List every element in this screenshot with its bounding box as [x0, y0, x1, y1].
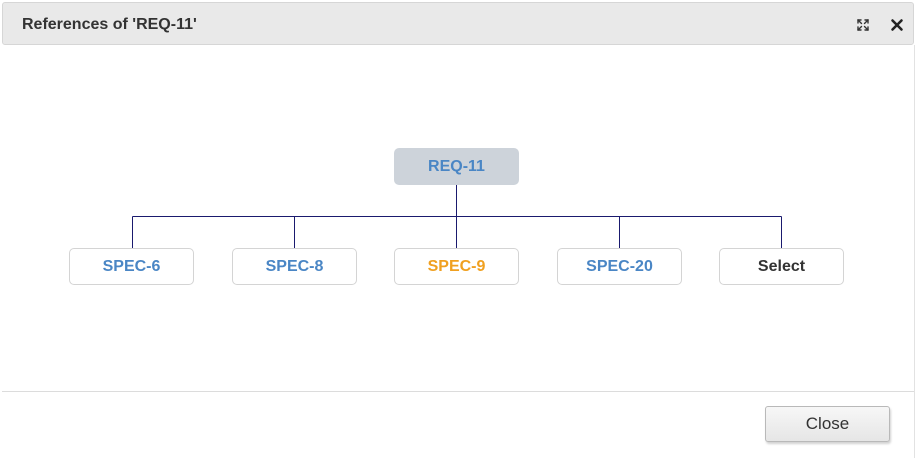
dialog-right-border: [914, 45, 915, 458]
footer-divider: [2, 391, 914, 392]
tree-node-root[interactable]: REQ-11: [394, 148, 519, 185]
tree-node-child-4[interactable]: SPEC-20: [557, 248, 682, 285]
tree-node-child-2[interactable]: SPEC-8: [232, 248, 357, 285]
tree-node-label: SPEC-6: [102, 258, 161, 275]
tree-connectors: [132, 185, 782, 248]
close-x-icon[interactable]: [889, 17, 905, 33]
dialog-titlebar[interactable]: References of 'REQ-11': [2, 2, 914, 45]
tree-node-child-1[interactable]: SPEC-6: [69, 248, 194, 285]
expand-arrows-icon[interactable]: [855, 17, 871, 33]
reference-tree-area: REQ-11 SPEC-6 SPEC-8 SPEC-9 SPEC-20 Sele…: [0, 45, 914, 391]
dialog-title: References of 'REQ-11': [22, 16, 197, 33]
tree-node-child-3[interactable]: SPEC-9: [394, 248, 519, 285]
tree-node-label: SPEC-8: [265, 258, 324, 275]
close-button[interactable]: Close: [765, 406, 890, 442]
tree-node-root-label: REQ-11: [428, 158, 485, 175]
tree-node-label: SPEC-20: [586, 258, 653, 275]
tree-node-label: Select: [757, 258, 806, 275]
tree-node-select[interactable]: Select: [719, 248, 844, 285]
tree-node-label: SPEC-9: [427, 258, 486, 275]
